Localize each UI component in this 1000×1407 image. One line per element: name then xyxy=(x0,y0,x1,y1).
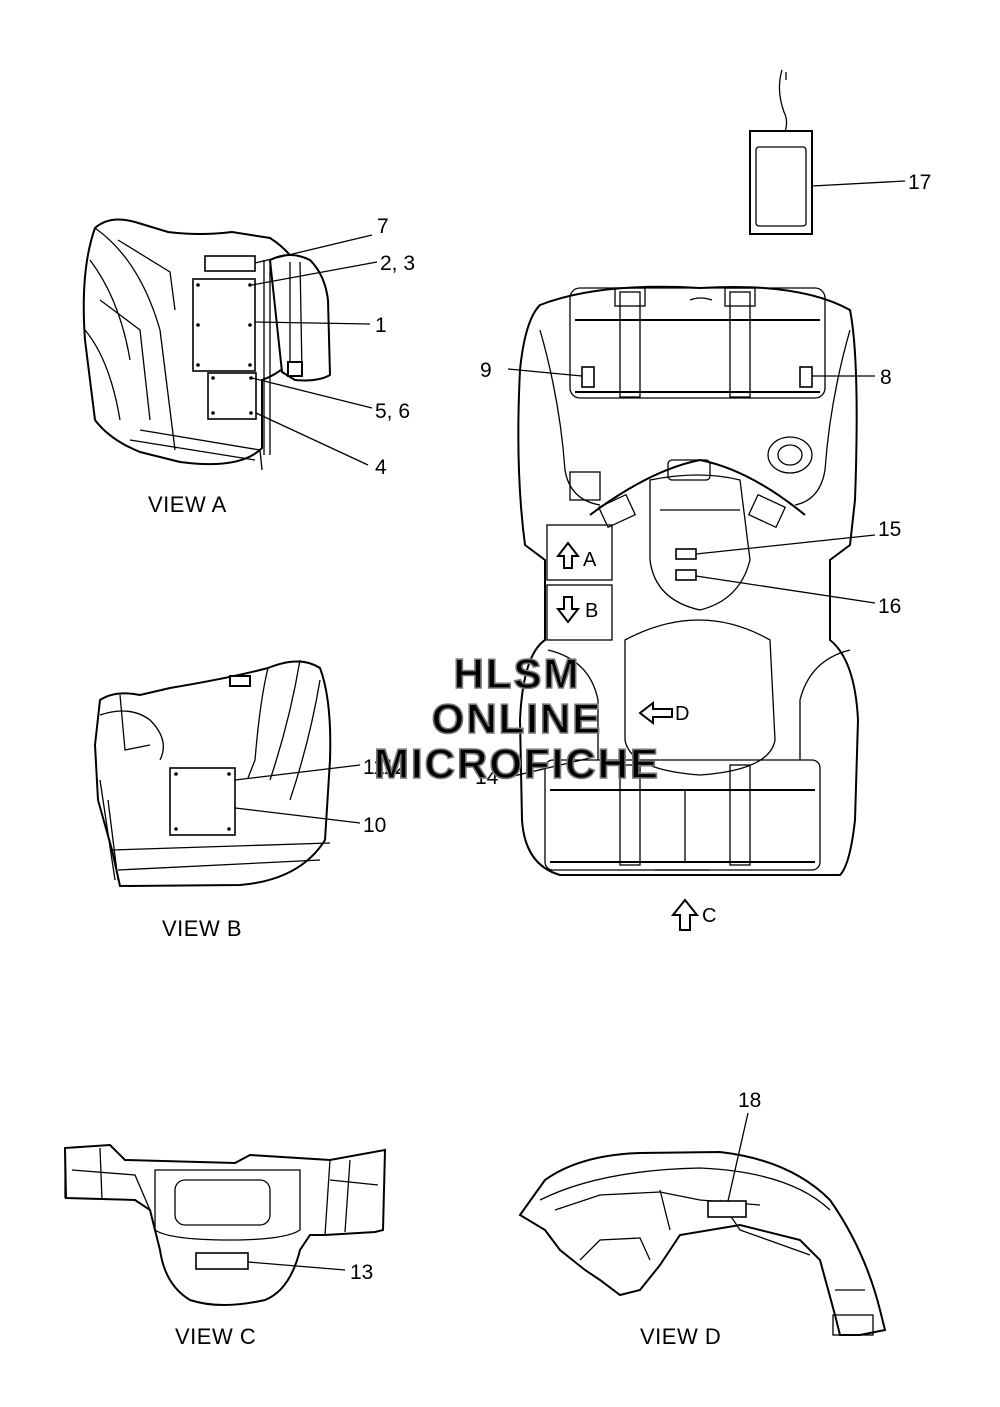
callout-8: 8 xyxy=(880,366,892,389)
callout-9: 9 xyxy=(480,359,492,382)
view-b-drawing xyxy=(93,659,361,888)
arrow-label-a: A xyxy=(583,549,597,571)
arrow-view-a-icon xyxy=(555,541,581,569)
arrow-view-c-icon xyxy=(670,898,700,931)
arrow-label-d: D xyxy=(675,703,689,725)
atv-top-view-drawing xyxy=(504,285,876,876)
view-d-caption: VIEW D xyxy=(640,1324,721,1349)
watermark: HLSM ONLINE MICROFICHE xyxy=(373,649,660,788)
view-a-caption: VIEW A xyxy=(148,492,227,517)
callout-17: 17 xyxy=(908,171,931,194)
watermark-line-3: MICROFICHE xyxy=(374,740,660,787)
callout-7: 7 xyxy=(377,215,389,238)
callout-4: 4 xyxy=(375,456,387,479)
callout-5-6: 5, 6 xyxy=(375,400,410,423)
view-d-drawing xyxy=(518,1112,887,1336)
callout-14: 14 xyxy=(475,766,499,789)
arrow-view-d-icon xyxy=(638,700,673,726)
callout-15: 15 xyxy=(878,518,901,541)
callout-11-12: 1112 xyxy=(363,756,407,779)
watermark-line-2: ONLINE xyxy=(432,695,603,742)
callout-16: 16 xyxy=(878,595,901,618)
view-b-caption: VIEW B xyxy=(162,916,242,941)
view-c-caption: VIEW C xyxy=(175,1324,256,1349)
watermark-line-1: HLSM xyxy=(454,650,581,697)
callout-13: 13 xyxy=(350,1261,373,1284)
view-c-drawing xyxy=(63,1143,387,1306)
callout-18: 18 xyxy=(738,1089,761,1112)
arrow-label-c: C xyxy=(702,905,716,927)
hang-tag-drawing xyxy=(749,69,906,235)
callout-2-3: 2, 3 xyxy=(380,252,415,275)
arrow-view-b-icon xyxy=(555,596,581,624)
view-a-drawing xyxy=(82,218,378,471)
callout-10: 10 xyxy=(363,814,386,837)
callout-1: 1 xyxy=(375,314,387,337)
arrow-label-b: B xyxy=(585,600,598,622)
